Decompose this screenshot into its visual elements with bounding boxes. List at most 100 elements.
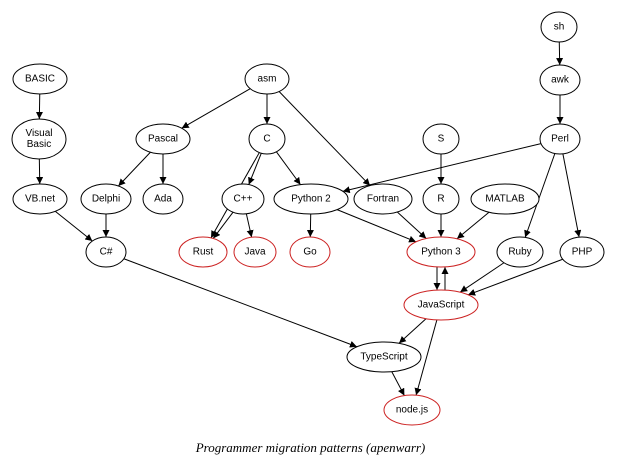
edge-fortran-to-python3 [396, 211, 427, 239]
node-ellipse-ada [142, 183, 184, 215]
node-ellipse-delphi [80, 183, 132, 215]
node-label-awk: awk [551, 75, 570, 86]
node-ellipse-go [289, 236, 331, 268]
edge-asm-to-fortran [278, 91, 371, 186]
edge-cpp-to-rust [212, 211, 234, 239]
edges [35, 41, 582, 396]
node-label-r: R [437, 194, 444, 205]
node-ellipse-ruby [496, 236, 544, 268]
node-python3: Python 3 [406, 236, 476, 268]
node-label-pascal: Pascal [148, 134, 178, 145]
node-ellipse-perl [539, 123, 581, 155]
node-label-cpp: C++ [234, 194, 253, 205]
node-typescript: TypeScript [346, 341, 422, 373]
node-label-python3: Python 3 [421, 247, 461, 258]
edge-python2-to-python3 [336, 209, 417, 243]
edge-javascript-to-nodejs [414, 319, 438, 396]
node-ellipse-asm [244, 63, 290, 95]
edge-c-to-python2 [275, 151, 301, 185]
node-c: C [248, 123, 286, 155]
node-ellipse-sh [540, 11, 578, 43]
node-vbnet: VB.net [12, 183, 68, 215]
edge-ruby-to-javascript [459, 262, 505, 293]
node-s: S [422, 123, 460, 155]
node-ellipse-python3 [406, 236, 476, 268]
node-label-visual_basic-1: Basic [27, 139, 51, 150]
node-label-ruby: Ruby [508, 247, 531, 258]
edge-asm-to-pascal [181, 88, 251, 129]
node-label-javascript: JavaScript [418, 300, 465, 311]
node-label-sh: sh [554, 22, 565, 33]
node-php: PHP [559, 236, 605, 268]
node-fortran: Fortran [353, 183, 413, 215]
node-ellipse-javascript [403, 289, 479, 321]
node-pascal: Pascal [135, 123, 191, 155]
node-rust: Rust [178, 236, 228, 268]
edge-perl-to-python2 [342, 143, 542, 194]
node-label-visual_basic-0: Visual [25, 128, 52, 139]
node-go: Go [289, 236, 331, 268]
node-ellipse-vbnet [12, 183, 68, 215]
edge-typescript-to-nodejs [391, 371, 405, 396]
node-label-perl: Perl [551, 134, 569, 145]
node-ruby: Ruby [496, 236, 544, 268]
node-label-go: Go [303, 247, 317, 258]
node-r: R [422, 183, 460, 215]
node-label-matlab: MATLAB [485, 194, 525, 205]
node-label-s: S [438, 134, 445, 145]
node-ellipse-awk [539, 64, 581, 96]
node-ada: Ada [142, 183, 184, 215]
node-perl: Perl [539, 123, 581, 155]
node-delphi: Delphi [80, 183, 132, 215]
node-label-delphi: Delphi [92, 194, 120, 205]
edge-pascal-to-delphi [118, 151, 151, 187]
node-label-fortran: Fortran [367, 194, 399, 205]
node-ellipse-cpp [221, 183, 265, 215]
node-ellipse-nodejs [383, 394, 441, 426]
node-ellipse-typescript [346, 341, 422, 373]
node-label-ada: Ada [154, 194, 172, 205]
node-label-rust: Rust [193, 247, 214, 258]
node-csharp: C# [85, 236, 127, 268]
node-python2: Python 2 [273, 183, 349, 215]
edge-perl-to-php [562, 153, 582, 238]
node-label-php: PHP [572, 247, 593, 258]
node-ellipse-fortran [353, 183, 413, 215]
node-cpp: C++ [221, 183, 265, 215]
node-ellipse-r [422, 183, 460, 215]
node-label-java: Java [244, 247, 266, 258]
node-ellipse-basic [12, 63, 68, 95]
node-ellipse-rust [178, 236, 228, 268]
node-label-python2: Python 2 [291, 194, 331, 205]
edge-vbnet-to-csharp [55, 210, 93, 242]
edge-csharp-to-typescript [123, 258, 358, 348]
edge-matlab-to-python3 [456, 211, 490, 240]
node-ellipse-visual_basic [11, 118, 67, 160]
node-ellipse-pascal [135, 123, 191, 155]
node-nodejs: node.js [383, 394, 441, 426]
node-label-asm: asm [258, 74, 277, 85]
node-label-vbnet: VB.net [25, 194, 55, 205]
edge-cpp-to-java [245, 213, 254, 238]
node-java: Java [233, 236, 277, 268]
node-label-csharp: C# [100, 247, 113, 258]
node-ellipse-python2 [273, 183, 349, 215]
node-ellipse-java [233, 236, 277, 268]
node-sh: sh [540, 11, 578, 43]
edge-c-to-cpp [248, 153, 262, 185]
node-asm: asm [244, 63, 290, 95]
edge-javascript-to-typescript [398, 318, 427, 344]
node-label-typescript: TypeScript [360, 352, 407, 363]
edge-php-to-javascript [467, 258, 563, 296]
node-ellipse-s [422, 123, 460, 155]
node-ellipse-matlab [470, 183, 540, 215]
node-label-basic: BASIC [25, 74, 55, 85]
node-label-nodejs: node.js [396, 405, 428, 416]
node-basic: BASIC [12, 63, 68, 95]
node-ellipse-c [248, 123, 286, 155]
node-javascript: JavaScript [403, 289, 479, 321]
node-matlab: MATLAB [470, 183, 540, 215]
